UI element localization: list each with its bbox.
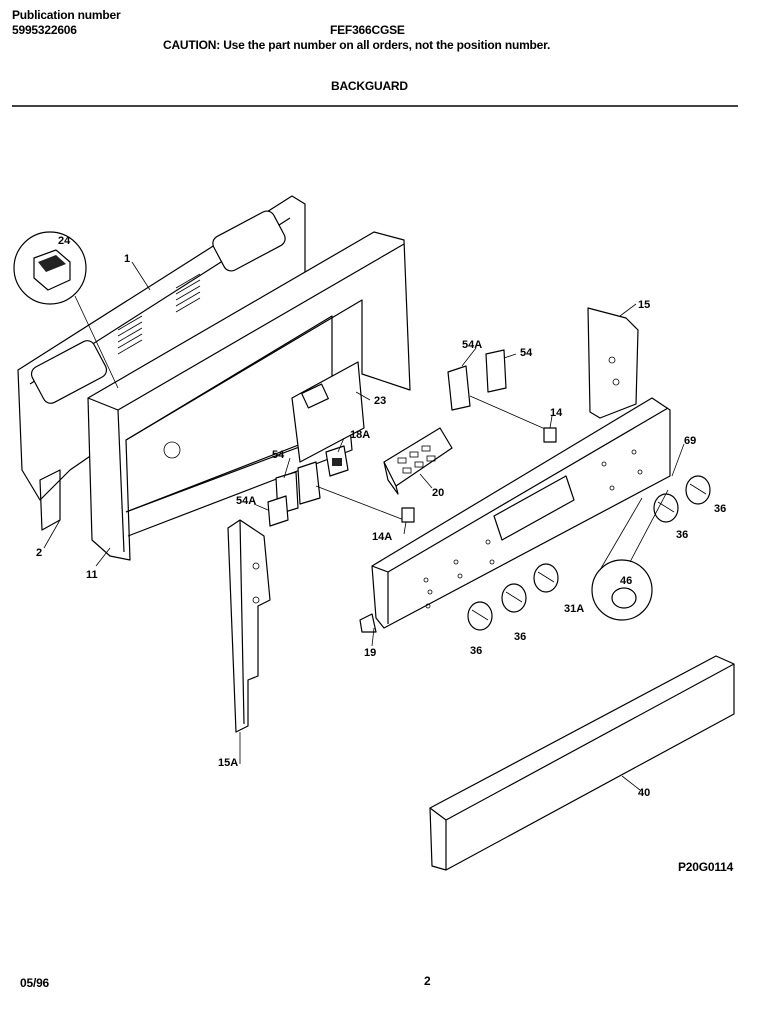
callout-20: 20 — [432, 487, 444, 499]
switch-inset — [13, 231, 119, 389]
footer-date: 05/96 — [20, 976, 50, 990]
callout-54-upper: 54 — [520, 347, 533, 359]
callout-54-lower: 54 — [272, 449, 285, 461]
bracket-23 — [291, 361, 365, 463]
callout-11: 11 — [86, 569, 98, 581]
callout-1: 1 — [124, 253, 130, 265]
callout-14a: 14A — [372, 531, 392, 543]
publication-number: 5995322606 — [12, 23, 77, 37]
callout-2: 2 — [36, 547, 42, 559]
model-number: FEF366CGSE — [330, 23, 405, 37]
knob-inset-46 — [591, 489, 669, 621]
callout-69: 69 — [684, 435, 696, 447]
knobs — [467, 475, 711, 631]
backguard-frame — [87, 231, 411, 561]
switches-upper — [447, 349, 553, 433]
callout-19: 19 — [364, 647, 376, 659]
control-panel-19 — [359, 397, 671, 633]
switch-18a — [325, 445, 349, 477]
end-bracket-left — [227, 519, 271, 733]
callout-40: 40 — [638, 787, 650, 799]
callout-18a: 18A — [350, 429, 370, 441]
publication-label: Publication number — [12, 8, 121, 22]
caution-note: CAUTION: Use the part number on all orde… — [163, 38, 551, 52]
callout-36-mid-right: 36 — [676, 529, 688, 541]
callout-36-left: 36 — [470, 645, 482, 657]
switch-14 — [543, 427, 557, 443]
end-bracket-right — [587, 307, 639, 419]
section-title: BACKGUARD — [331, 79, 408, 93]
callout-24: 24 — [58, 235, 71, 247]
leader-lines — [43, 261, 685, 791]
callout-15a: 15A — [218, 757, 238, 769]
callout-54a-lower: 54A — [236, 495, 256, 507]
trim-40 — [429, 655, 735, 871]
switches-lower — [267, 461, 405, 527]
callout-31a: 31A — [564, 603, 584, 615]
callout-36-right: 36 — [714, 503, 726, 515]
callout-23: 23 — [374, 395, 386, 407]
callout-54a-upper: 54A — [462, 339, 482, 351]
switch-14a — [401, 507, 415, 523]
callout-36-center: 36 — [514, 631, 526, 643]
callout-46: 46 — [620, 575, 632, 587]
callout-15: 15 — [638, 299, 650, 311]
page-number: 2 — [424, 974, 431, 988]
figure-code: P20G0114 — [678, 860, 734, 874]
clock-timer-20 — [383, 427, 453, 495]
callout-14: 14 — [550, 407, 563, 419]
